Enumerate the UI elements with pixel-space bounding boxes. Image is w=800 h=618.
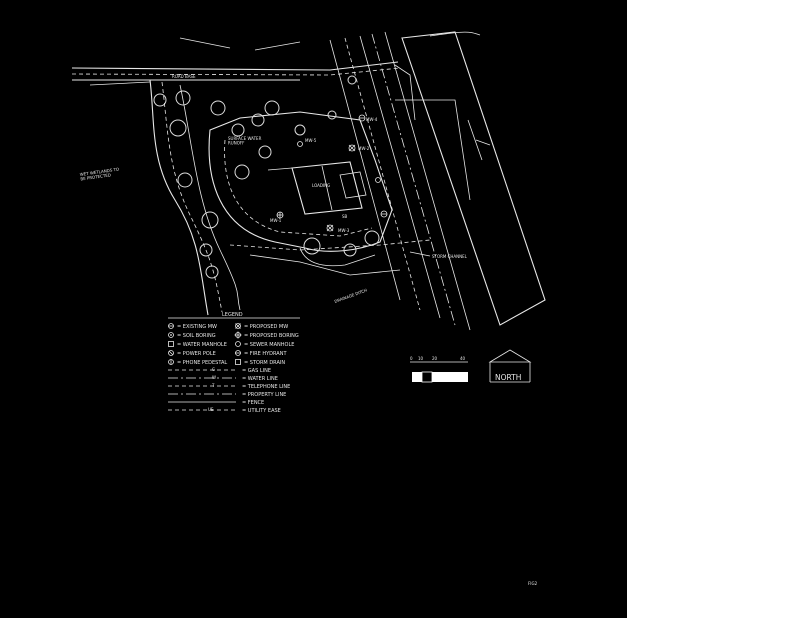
monitoring-wells [276, 114, 388, 232]
scale-bar: 0 10 20 40 [410, 356, 468, 383]
line-code: G [212, 367, 215, 372]
scale-tick: 20 [432, 356, 438, 361]
loading-label: LOADING [312, 183, 330, 188]
soil-boring-icon [168, 332, 174, 338]
legend-col2-item: = PROPOSED BORING [244, 333, 299, 339]
legend-col1-item: = WATER MANHOLE [177, 342, 227, 348]
scale-block [432, 372, 468, 382]
mw3-label: MW-3 [338, 228, 350, 233]
tree-icon [251, 113, 265, 127]
tree-icon [175, 90, 191, 106]
wetland-note-label: WET WETLANDS TOBE PROTECTED [79, 167, 120, 182]
legend-col1-item: = POWER POLE [177, 351, 216, 357]
drainage-ditch-label: DRAINAGE DITCH [334, 287, 368, 303]
tree-icon [327, 110, 337, 120]
well-marker-icon [375, 177, 381, 183]
mw5-label: MW-5 [305, 138, 317, 143]
legend-col1-item: = EXISTING MW [177, 324, 217, 330]
mw1-label: MW-1 [270, 218, 282, 223]
tree-icon [199, 243, 213, 257]
legend-col1-item: = SOIL BORING [177, 333, 216, 339]
tree-icon [205, 265, 219, 279]
tree-icon [153, 93, 167, 107]
tree-icon [258, 145, 272, 159]
site-boundary [208, 111, 431, 276]
building [267, 161, 367, 215]
scale-block [412, 372, 422, 382]
tree-icon [234, 164, 250, 180]
mw2-label: MW-2 [358, 146, 370, 151]
line-code: W [212, 375, 216, 380]
site-plan: ROAD BASE LOADING [71, 31, 546, 586]
drawing-sheet: ROAD BASE LOADING [0, 0, 627, 618]
scale-block [421, 371, 433, 383]
tree-icon [364, 230, 380, 246]
scale-tick: 40 [460, 356, 466, 361]
legend-col2-item: = PROPOSED MW [244, 324, 288, 330]
tree-icon [231, 123, 245, 137]
fire-hydrant-icon [235, 350, 241, 356]
well-marker-icon [380, 210, 388, 218]
power-pole-icon [168, 350, 174, 356]
tree-icon [303, 237, 321, 255]
existing-mw-icon [168, 323, 174, 329]
sb-label: SB [342, 214, 348, 219]
well-marker-icon [326, 224, 334, 232]
well-marker-icon [358, 114, 366, 122]
scale-tick: 10 [418, 356, 424, 361]
left-ditch [149, 79, 241, 316]
legend-line-item: = PROPERTY LINE [242, 392, 286, 398]
sheet-code: FIG2 [528, 581, 538, 586]
proposed-mw-icon [235, 323, 241, 329]
top-road [71, 37, 401, 86]
legend-line-item: = UTILITY EASE [242, 408, 281, 414]
legend-col2-item: = FIRE HYDRANT [244, 351, 287, 357]
line-code: UE [208, 407, 214, 412]
north-label: NORTH [495, 373, 521, 382]
well-marker-icon [348, 144, 356, 152]
legend-col1-item: = PHONE PEDESTAL [177, 360, 227, 366]
phone-pedestal-icon [168, 359, 174, 365]
legend-title: LEGEND [222, 312, 243, 318]
tree-icon [294, 124, 306, 136]
tree-icon [343, 243, 357, 257]
tree-icon [347, 75, 357, 85]
right-road-lines [329, 31, 471, 331]
storm-drain-icon [235, 359, 241, 365]
well-marker-icon [297, 141, 303, 147]
line-code: T [211, 383, 215, 388]
proposed-boring-icon [234, 331, 242, 339]
water-manhole-icon [168, 341, 174, 347]
storm-channel-label: STORM CHANNEL [432, 254, 468, 259]
well-marker-icon [276, 211, 284, 219]
tree-icon [210, 100, 226, 116]
legend-col2-item: = SEWER MANHOLE [244, 342, 294, 348]
legend-col2-item: = STORM DRAIN [244, 360, 285, 366]
legend-line-item: = GAS LINE [242, 368, 271, 374]
right-strip [401, 31, 546, 326]
scale-tick: 0 [410, 356, 413, 361]
legend-line-item: = TELEPHONE LINE [242, 384, 290, 390]
tree-icon [177, 172, 193, 188]
trees [153, 75, 380, 279]
sewer-manhole-icon [235, 341, 241, 347]
tree-icon [169, 119, 187, 137]
legend-line-item: = FENCE [242, 400, 264, 406]
mw4-label: MW-4 [366, 117, 378, 122]
tree-icon [201, 211, 219, 229]
road-base-label: ROAD BASE [172, 74, 196, 79]
legend: LEGEND = EXISTING MW = SOIL BORING = WAT… [168, 312, 300, 414]
tree-icon [264, 100, 280, 116]
legend-line-item: = WATER LINE [242, 376, 278, 382]
north-arrow-icon [488, 349, 532, 383]
